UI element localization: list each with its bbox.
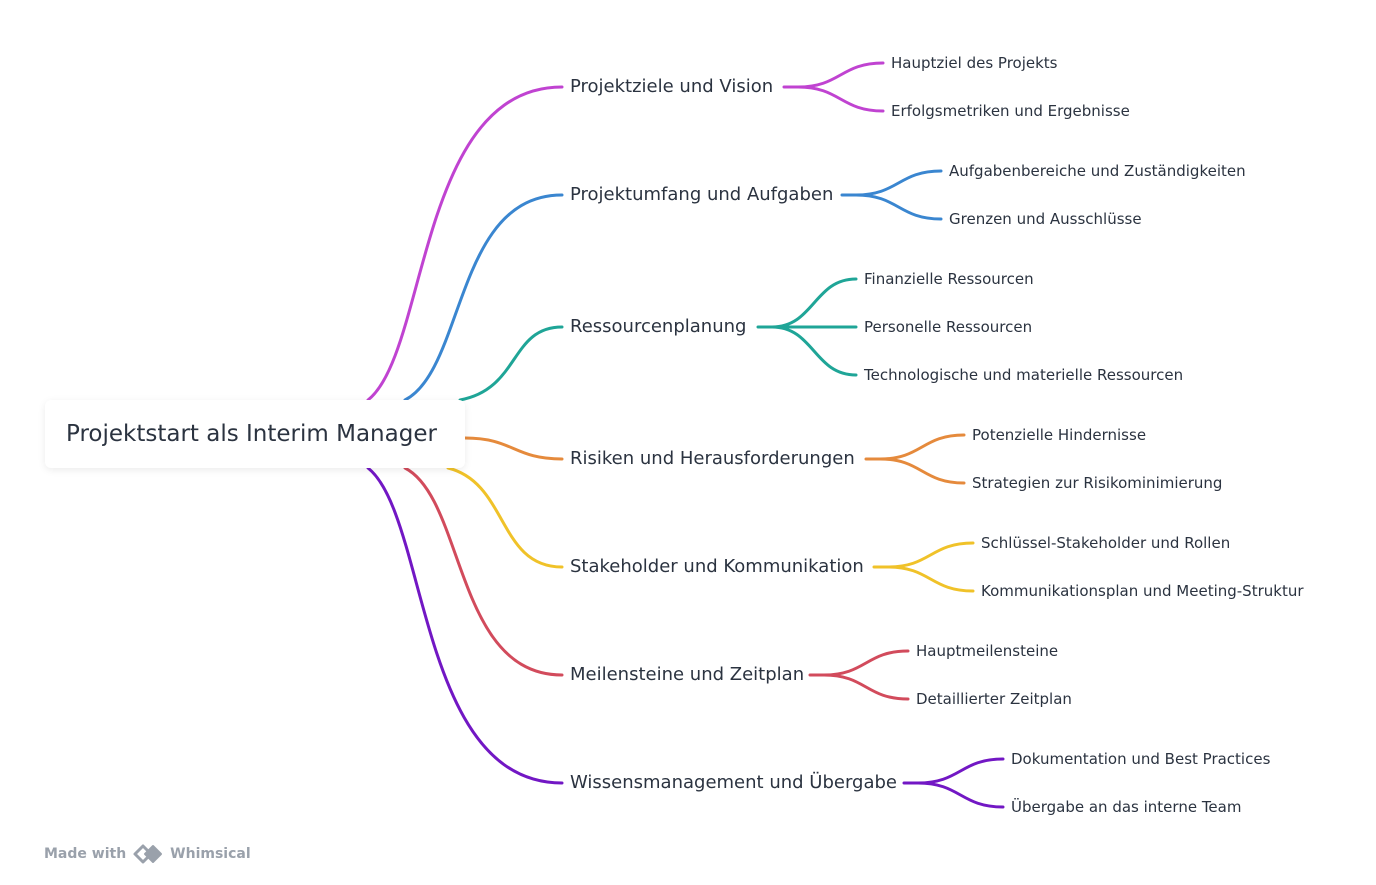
connector-root-projektumfang: [403, 193, 564, 402]
connector-root-risiken: [463, 436, 564, 461]
leaf-label[interactable]: Detaillierter Zeitplan: [916, 690, 1072, 708]
connector-leaf-ressourcen-2: [770, 325, 858, 377]
leaf-label[interactable]: Potenzielle Hindernisse: [972, 426, 1147, 444]
connector-root-projektziele: [366, 85, 564, 402]
connector-leaf-stakeholder-1: [886, 565, 975, 593]
connector-leaf-risiken-1: [878, 457, 966, 485]
connector-leaf-risiken-0: [878, 433, 966, 461]
leaf-label[interactable]: Hauptmeilensteine: [916, 642, 1059, 660]
connector-leaf-wissensmanagement-0: [916, 757, 1005, 785]
connector-root-ressourcen: [458, 325, 564, 402]
connector-leaf-ressourcen-0: [770, 277, 858, 329]
branch-label-risiken[interactable]: Risiken und Herausforderungen: [570, 448, 855, 469]
whimsical-logo-icon: [133, 844, 163, 864]
leaf-label[interactable]: Technologische und materielle Ressourcen: [864, 366, 1184, 384]
leaf-label[interactable]: Strategien zur Risikominimierung: [972, 474, 1223, 492]
made-with-footer[interactable]: Made with Whimsical: [44, 843, 251, 865]
connector-leaf-projektumfang-1: [854, 193, 943, 221]
branch-label-projektumfang[interactable]: Projektumfang und Aufgaben: [570, 184, 834, 205]
made-with-label: Made with: [44, 846, 127, 862]
connector-root-meilensteine: [403, 466, 564, 677]
connector-root-stakeholder: [446, 466, 564, 569]
branch-label-projektziele[interactable]: Projektziele und Vision: [570, 76, 774, 97]
leaf-label[interactable]: Kommunikationsplan und Meeting-Struktur: [981, 582, 1304, 600]
leaf-label[interactable]: Dokumentation und Best Practices: [1011, 750, 1271, 768]
leaf-label[interactable]: Finanzielle Ressourcen: [864, 270, 1034, 288]
branch-label-ressourcen[interactable]: Ressourcenplanung: [570, 316, 747, 337]
connector-leaf-projektziele-0: [796, 61, 885, 89]
leaf-label[interactable]: Schlüssel-Stakeholder und Rollen: [981, 534, 1231, 552]
leaf-label[interactable]: Erfolgsmetriken und Ergebnisse: [891, 102, 1130, 120]
leaf-label[interactable]: Hauptziel des Projekts: [891, 54, 1058, 72]
connectors: [366, 61, 1005, 809]
connector-leaf-stakeholder-0: [886, 541, 975, 569]
leaf-label[interactable]: Aufgabenbereiche und Zuständigkeiten: [949, 162, 1246, 180]
connector-leaf-meilensteine-0: [822, 649, 910, 677]
leaf-label[interactable]: Personelle Ressourcen: [864, 318, 1033, 336]
root-label: Projektstart als Interim Manager: [66, 421, 437, 447]
root-node[interactable]: Projektstart als Interim Manager: [45, 400, 465, 468]
connector-leaf-projektumfang-0: [854, 169, 943, 197]
branch-label-meilensteine[interactable]: Meilensteine und Zeitplan: [570, 664, 805, 685]
connector-leaf-meilensteine-1: [822, 673, 910, 701]
connector-root-wissensmanagement: [366, 466, 564, 785]
whimsical-brand-label: Whimsical: [170, 846, 251, 862]
branch-label-stakeholder[interactable]: Stakeholder und Kommunikation: [570, 556, 864, 577]
leaf-label[interactable]: Übergabe an das interne Team: [1011, 798, 1242, 816]
connector-leaf-projektziele-1: [796, 85, 885, 113]
branch-label-wissensmanagement[interactable]: Wissensmanagement und Übergabe: [570, 772, 897, 793]
leaf-label[interactable]: Grenzen und Ausschlüsse: [949, 210, 1142, 228]
connector-leaf-wissensmanagement-1: [916, 781, 1005, 809]
